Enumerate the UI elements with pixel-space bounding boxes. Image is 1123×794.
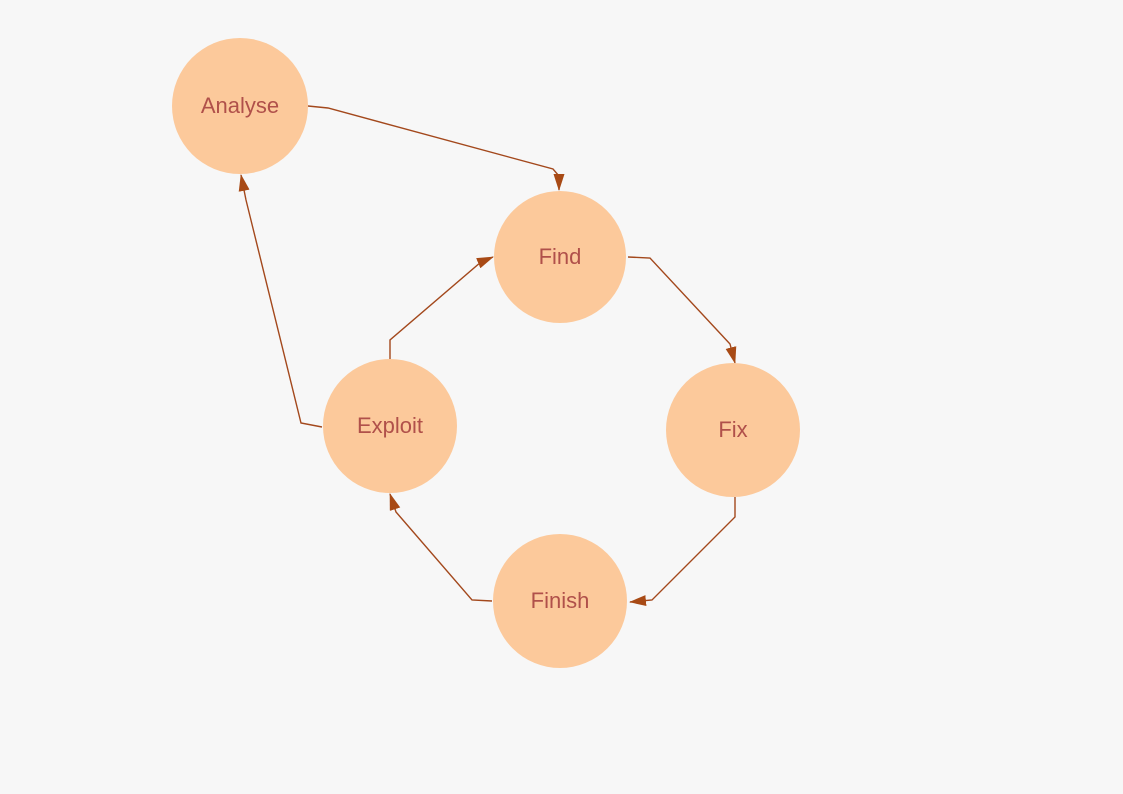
node-analyse-label: Analyse	[200, 93, 280, 118]
node-finish[interactable]: Finish	[493, 534, 627, 668]
node-finish-label: Finish	[530, 588, 590, 613]
node-exploit[interactable]: Exploit	[323, 359, 457, 493]
node-exploit-label: Exploit	[356, 413, 424, 438]
edge-find-to-fix	[627, 256, 737, 364]
edge-exploit-to-analyse	[238, 174, 323, 428]
node-fix-label: Fix	[718, 417, 748, 442]
edge-exploit-to-find	[389, 256, 494, 359]
edge-finish-to-exploit	[389, 493, 493, 602]
node-fix[interactable]: Fix	[666, 363, 800, 497]
node-analyse[interactable]: Analyse	[172, 38, 308, 174]
node-find[interactable]: Find	[494, 191, 626, 323]
node-find-label: Find	[538, 244, 582, 269]
edge-fix-to-finish	[629, 497, 736, 607]
edge-analyse-to-find	[307, 105, 565, 191]
